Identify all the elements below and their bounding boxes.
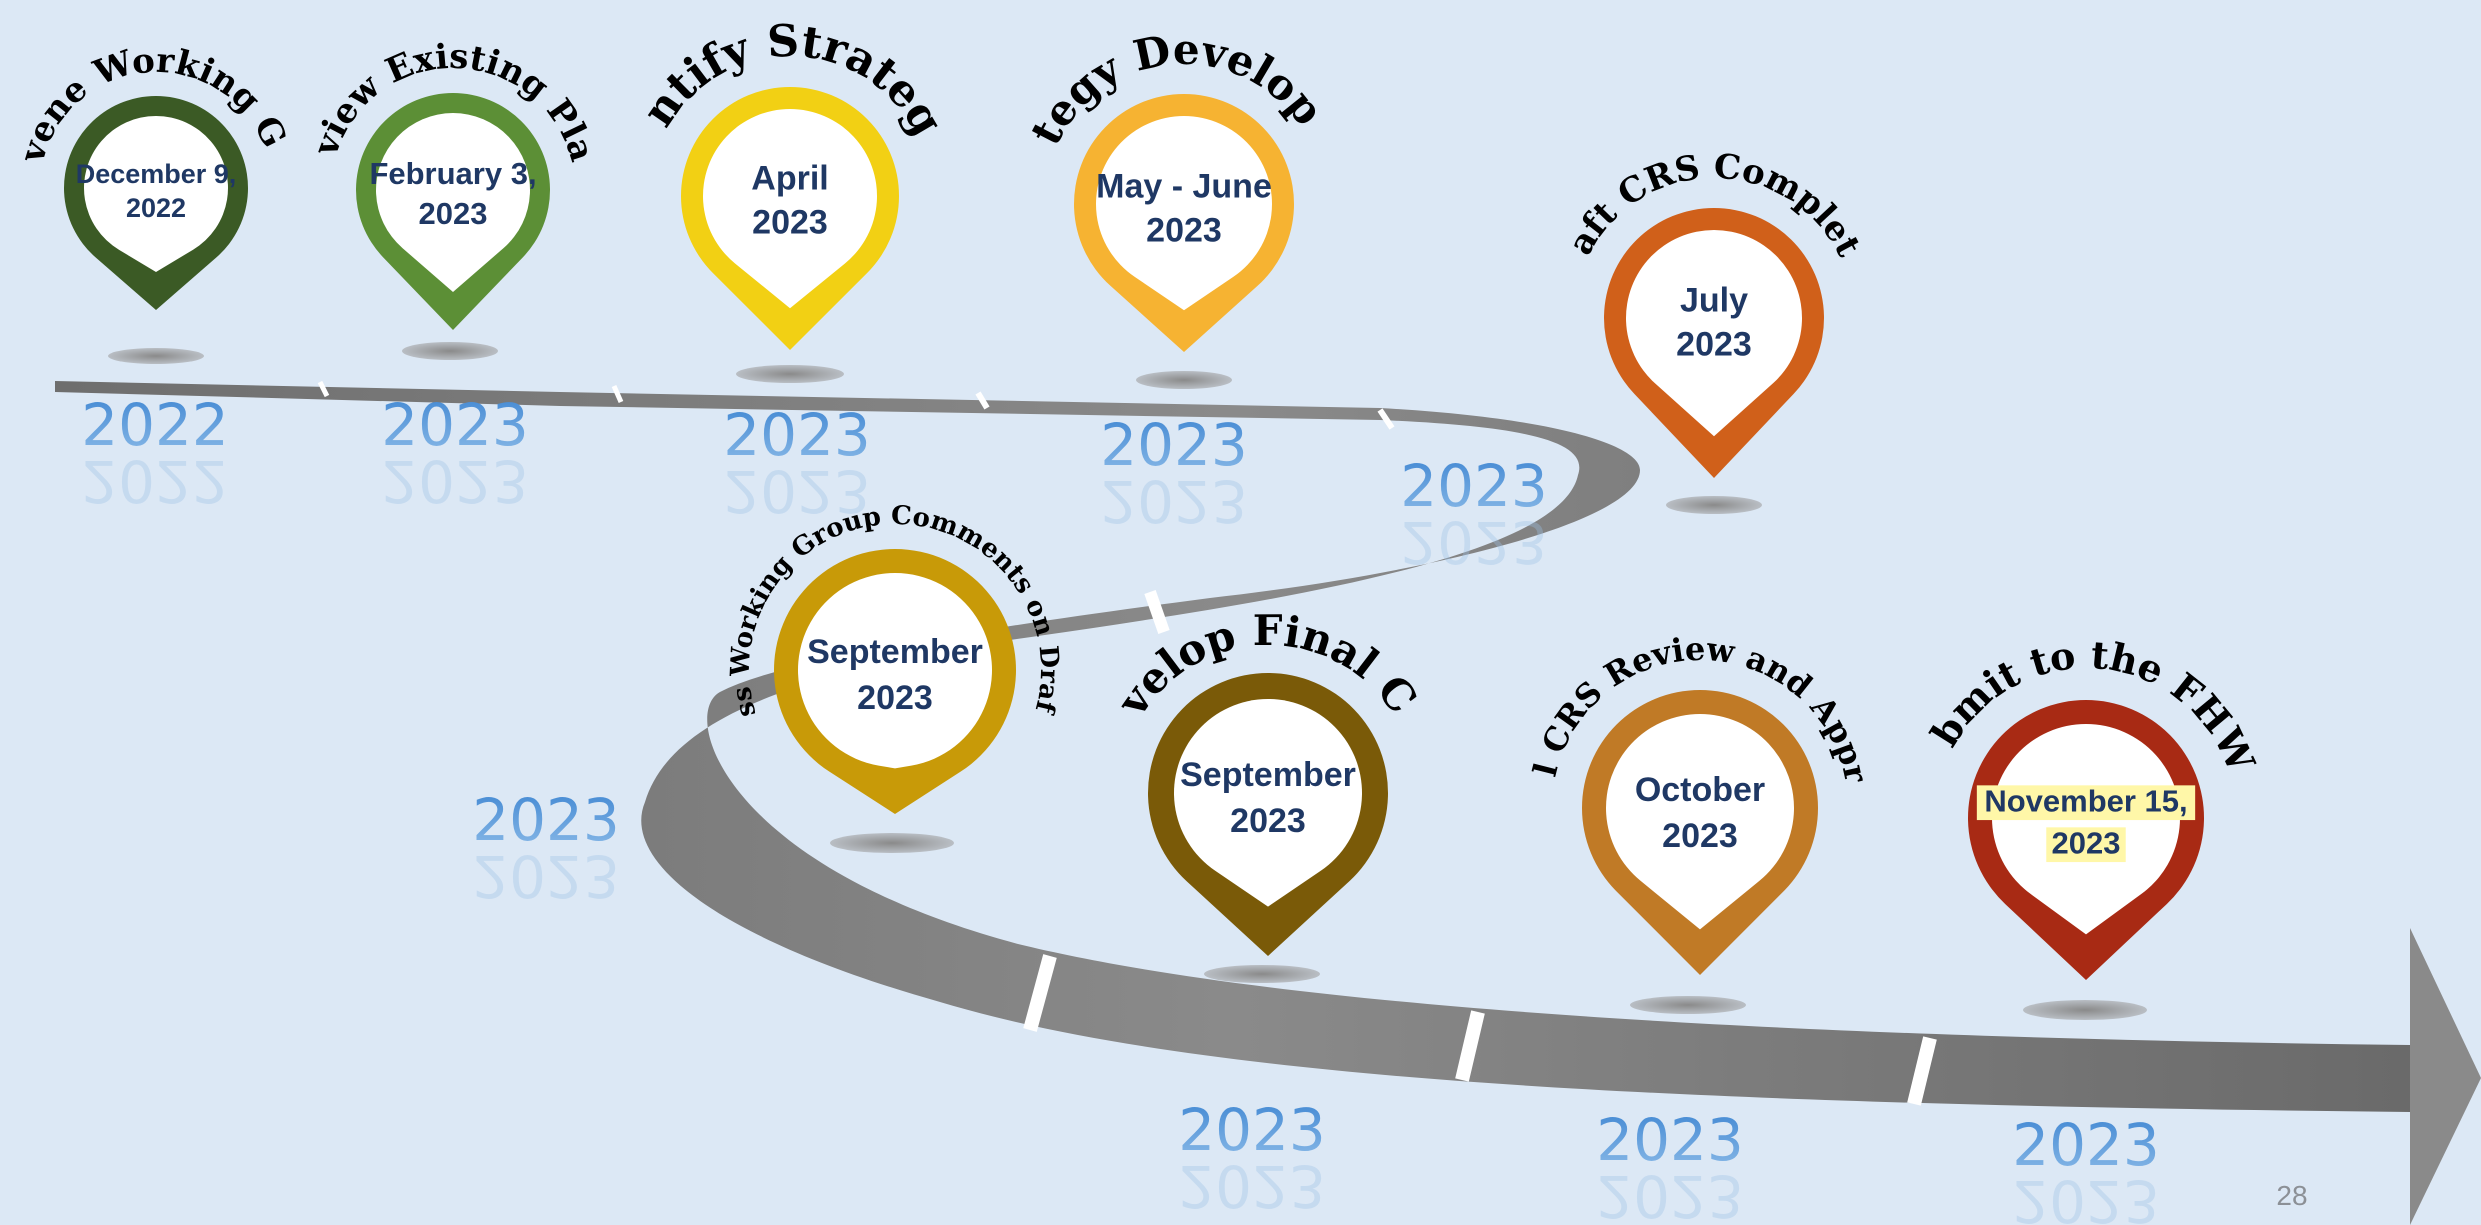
- milestone-date: September: [807, 633, 983, 671]
- pin-shadow: [2023, 1000, 2147, 1020]
- pin-shadow: [736, 365, 844, 383]
- year-text: 2023: [723, 401, 871, 469]
- road-dash: [1023, 954, 1057, 1032]
- milestone-date: December 9,: [76, 159, 237, 189]
- pin-shadow: [1136, 371, 1232, 389]
- road-arrow-head: [2410, 928, 2481, 1225]
- year-reflection: 2022: [81, 447, 229, 515]
- milestone-date: April: [751, 159, 828, 197]
- year-text: 2023: [1596, 1106, 1744, 1174]
- year-text: 2023: [1178, 1096, 1326, 1164]
- pin-shadow: [1666, 496, 1762, 514]
- year-reflection: 2023: [1596, 1162, 1744, 1225]
- pin-shadow: [402, 342, 498, 360]
- year-reflection: 2023: [1100, 467, 1248, 535]
- milestone-date: November 15,: [1984, 784, 2187, 819]
- road: [55, 380, 2481, 1225]
- year-reflection: 2023: [2012, 1167, 2160, 1225]
- milestone-date: 2023: [752, 203, 828, 241]
- milestone-date: February 3,: [369, 156, 536, 191]
- date-highlight: [1976, 785, 2196, 821]
- milestone-date: 2023: [1662, 817, 1738, 855]
- milestone-date: 2022: [126, 193, 186, 223]
- year-reflection: 2023: [381, 447, 529, 515]
- road-dash: [975, 391, 990, 410]
- pin-face: [1626, 230, 1802, 437]
- milestone-date: 2023: [1230, 802, 1306, 840]
- pin-face: [1096, 115, 1273, 311]
- year-text: 2023: [2012, 1111, 2160, 1179]
- page-number: 28: [2276, 1180, 2307, 1211]
- road-dash: [1907, 1036, 1937, 1106]
- milestone-date: 2023: [419, 196, 488, 231]
- road-dash: [1144, 590, 1170, 634]
- milestone-date: 2023: [2052, 826, 2121, 861]
- milestone-date: 2023: [1676, 325, 1752, 363]
- date-highlight: [2046, 827, 2126, 863]
- pin-face: [702, 108, 878, 309]
- milestone-date: October: [1635, 771, 1765, 809]
- pin-face: [1174, 699, 1362, 907]
- year-reflection: 2023: [723, 457, 871, 525]
- road-dash: [1377, 408, 1395, 430]
- milestone-date: 2023: [857, 679, 933, 717]
- road-dashes: [317, 380, 1937, 1106]
- pin-face: [375, 113, 530, 292]
- milestone-date: July: [1680, 281, 1748, 319]
- pin-face: [1606, 713, 1794, 930]
- year-text: 2023: [1100, 411, 1248, 479]
- road-dash: [1455, 1010, 1485, 1082]
- year-text: 2023: [1400, 452, 1548, 520]
- road-dash: [611, 384, 624, 404]
- milestone-date: May - June: [1096, 167, 1272, 205]
- pin-shadow: [1630, 996, 1746, 1014]
- road-dash: [317, 380, 330, 398]
- milestone-date: September: [1180, 756, 1356, 794]
- pin-shadow: [1204, 965, 1320, 983]
- year-text: 2023: [472, 786, 620, 854]
- year-reflection: 2023: [1400, 508, 1548, 576]
- pin-face: [798, 573, 992, 769]
- pin-face: [83, 115, 229, 272]
- year-reflection: 2023: [472, 842, 620, 910]
- pin-shadow: [830, 833, 954, 853]
- pin-shadow: [108, 348, 204, 364]
- year-reflection: 2023: [1178, 1152, 1326, 1220]
- year-text: 2023: [381, 391, 529, 459]
- year-text: 2022: [81, 391, 229, 459]
- milestone-date: 2023: [1146, 211, 1222, 249]
- milestone-pin: December 9,2022Convene Working Group: [0, 0, 294, 364]
